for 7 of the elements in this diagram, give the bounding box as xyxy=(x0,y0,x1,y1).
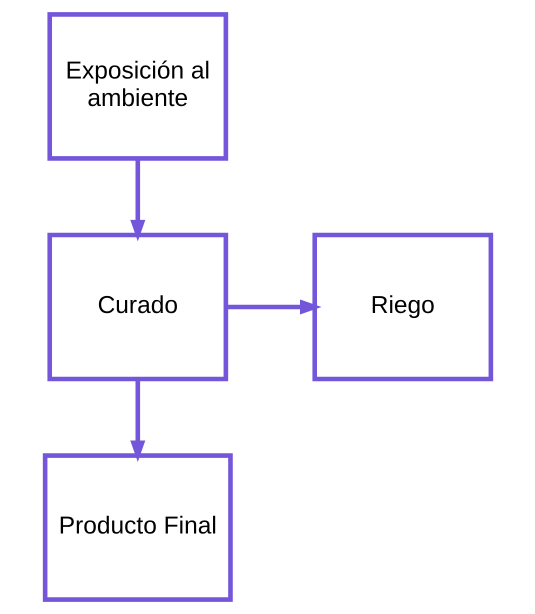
arrow xyxy=(130,158,145,242)
node-box: Riego xyxy=(312,232,493,382)
node-box: Exposición al ambiente xyxy=(46,12,228,161)
arrow xyxy=(226,299,321,315)
node-box: Producto Final xyxy=(42,453,232,602)
node-box: Curado xyxy=(46,232,228,382)
arrow xyxy=(130,379,145,462)
